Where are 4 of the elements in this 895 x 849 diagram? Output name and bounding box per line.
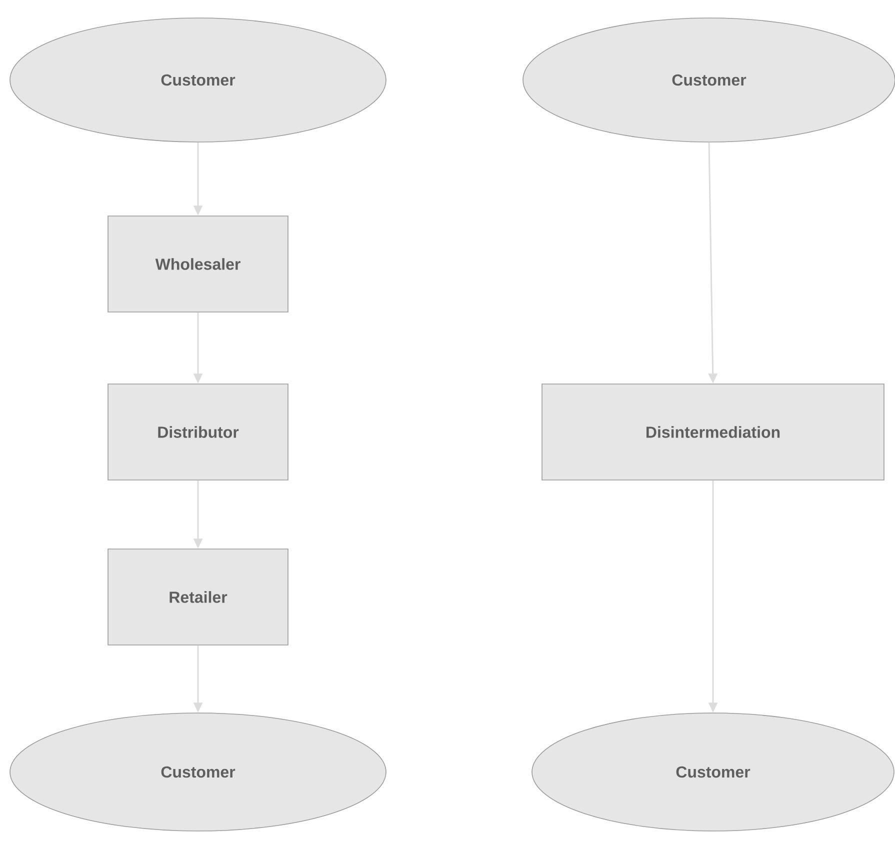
process-box: Distributor xyxy=(108,384,288,480)
process-box: Disintermediation xyxy=(542,384,884,480)
process-box: Retailer xyxy=(108,548,288,646)
process-box: Wholesaler xyxy=(108,216,288,312)
